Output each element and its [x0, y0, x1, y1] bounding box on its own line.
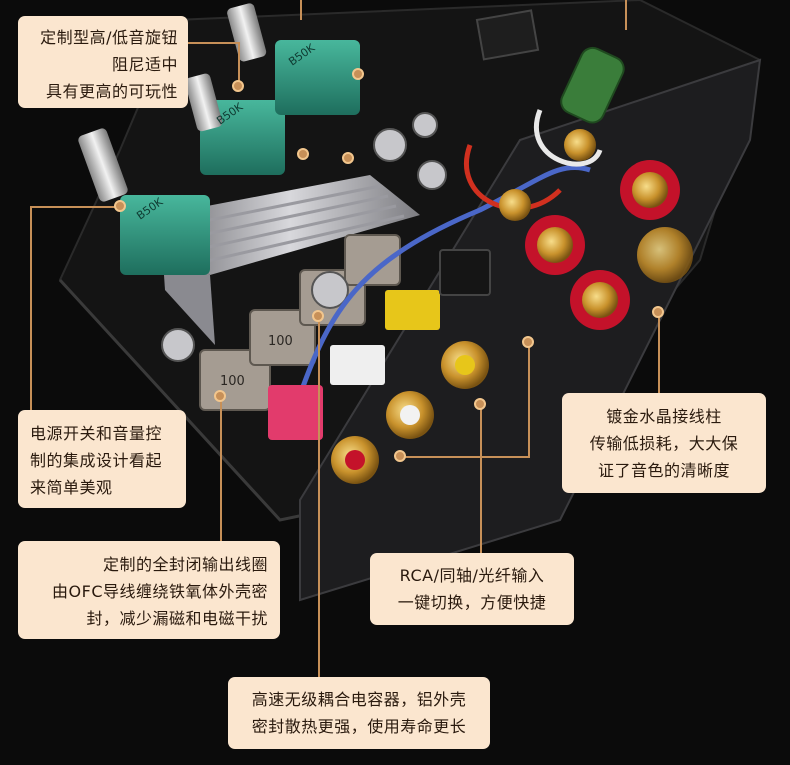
leader-binding-v [658, 314, 660, 394]
callout-line: 封，减少漏磁和电磁干扰 [86, 609, 268, 628]
marker-dot [352, 68, 364, 80]
marker-dot [232, 80, 244, 92]
callout-line: 证了音色的清晰度 [597, 461, 730, 480]
marker-dot [214, 390, 226, 402]
heatsink [160, 175, 420, 345]
inductor-label-1: 100 [220, 374, 245, 389]
marker-dot [652, 306, 664, 318]
blue-wire [297, 164, 591, 396]
callout-capacitor: 高速无级耦合电容器，铝外壳 密封散热更强，使用寿命更长 [228, 677, 490, 749]
leader-inputs-v [480, 406, 482, 554]
leader-power-h [30, 206, 120, 208]
leader-power-v [30, 206, 32, 414]
callout-line: 由OFC导线缠绕铁氧体外壳密 [52, 582, 268, 601]
chip [475, 9, 540, 61]
marker-dot [474, 398, 486, 410]
callout-line: 镀金水晶接线柱 [606, 407, 722, 426]
callout-line: 具有更高的可玩性 [45, 82, 178, 101]
leader-inputs-v2 [528, 342, 530, 458]
leader-knobs-h [185, 42, 240, 44]
callout-line: 定制型高/低音旋钮 [40, 28, 178, 47]
rca-jacks [331, 341, 489, 484]
callout-binding-posts: 镀金水晶接线柱 传输低损耗，大大保 证了音色的清晰度 [562, 393, 766, 493]
toslink-port [439, 249, 491, 296]
marker-dot [312, 310, 324, 322]
leader-top-2 [300, 0, 302, 20]
callout-line: RCA/同轴/光纤输入 [399, 566, 545, 585]
callout-power-switch: 电源开关和音量控 制的集成设计看起 来简单美观 [18, 410, 186, 508]
marker-dot [522, 336, 534, 348]
selector-connector [330, 345, 385, 385]
callout-line: 传输低损耗，大大保 [589, 434, 739, 453]
marker-dot [297, 148, 309, 160]
marker-dot [114, 200, 126, 212]
leader-inputs-h [400, 456, 530, 458]
callout-line: 密封散热更强，使用寿命更长 [251, 717, 467, 736]
callout-knobs: 定制型高/低音旋钮 阻尼适中 具有更高的可玩性 [18, 16, 188, 108]
callout-line: 阻尼适中 [111, 55, 178, 74]
power-switch [268, 385, 323, 440]
callout-line: 定制的全封闭输出线圈 [102, 555, 268, 574]
callout-inductor: 定制的全封闭输出线圈 由OFC导线缠绕铁氧体外壳密 封，减少漏磁和电磁干扰 [18, 541, 280, 639]
marker-dot [394, 450, 406, 462]
leader-capacitor-v [318, 318, 320, 680]
callout-line: 来简单美观 [30, 478, 113, 497]
callout-line: 电源开关和音量控 [30, 424, 163, 443]
inductor-label-2: 100 [268, 334, 293, 349]
leader-knobs-v [238, 42, 240, 84]
red-wire [464, 144, 562, 211]
capacitors [161, 46, 625, 362]
leader-top [625, 0, 627, 30]
knob-potentiometers: B50K B50K B50K [78, 3, 360, 275]
marker-dot [342, 152, 354, 164]
callout-inputs: RCA/同轴/光纤输入 一键切换，方便快捷 [370, 553, 574, 625]
binding-posts [499, 129, 693, 330]
callout-line: 制的集成设计看起 [30, 451, 163, 470]
callout-line: 一键切换，方便快捷 [397, 593, 547, 612]
leader-inductor-v [220, 395, 222, 543]
white-wire [534, 109, 603, 167]
callout-line: 高速无级耦合电容器，铝外壳 [251, 690, 467, 709]
optical-input [385, 290, 440, 330]
